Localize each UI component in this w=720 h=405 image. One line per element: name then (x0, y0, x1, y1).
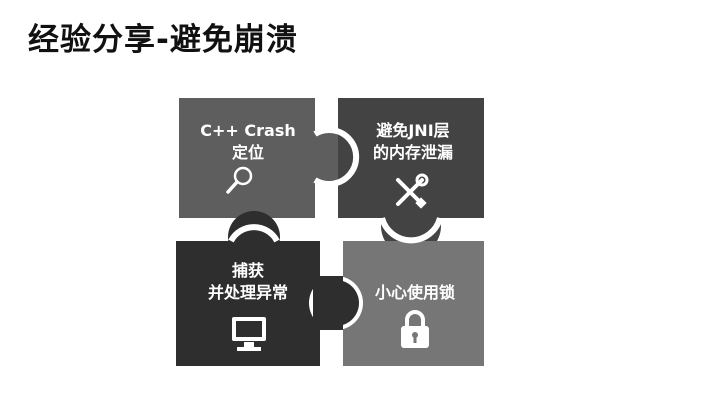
piece-lock-line1: 小心使用锁 (374, 283, 455, 302)
slide-title: 经验分享-避免崩溃 (28, 22, 298, 58)
computer-icon (232, 317, 266, 351)
tools-icon (396, 173, 429, 209)
piece-crash-line1: C++ Crash (200, 121, 296, 140)
piece-crash-label: C++ Crash 定位 (180, 120, 316, 164)
magnifier-icon (226, 166, 253, 194)
piece-jni-label: 避免JNI层 的内存泄漏 (340, 120, 486, 164)
piece-lock-label: 小心使用锁 (346, 282, 484, 304)
puzzle-graphic: C++ Crash 定位 避免JNI层 的内存泄漏 捕获 并处理异常 小心使用锁 (176, 96, 488, 368)
piece-jni-line1: 避免JNI层 (376, 121, 450, 140)
piece-exception-label: 捕获 并处理异常 (176, 260, 320, 304)
piece-jni-line2: 的内存泄漏 (372, 143, 453, 162)
lock-icon (401, 310, 429, 348)
piece-crash-line2: 定位 (231, 143, 264, 162)
piece-exception-line1: 捕获 (231, 261, 264, 280)
piece-exception-line2: 并处理异常 (207, 283, 288, 302)
